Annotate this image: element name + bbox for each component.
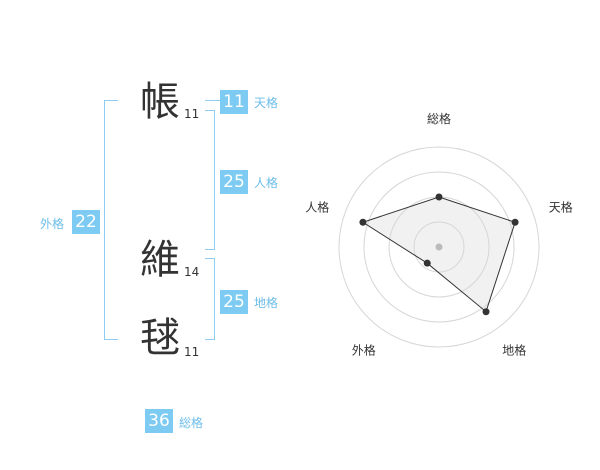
radar-axis-label-1: 天格: [549, 199, 573, 214]
name-char-1: 帳: [140, 79, 180, 125]
name-char-3: 毬: [140, 315, 180, 361]
radar-polygon: [361, 196, 516, 313]
stroke-count-1: 11: [184, 107, 200, 121]
stroke-count-2: 14: [184, 265, 200, 279]
chikaku-label: 地格: [254, 296, 279, 310]
radar-point-1: [511, 218, 519, 226]
gaikaku-value: 22: [72, 210, 100, 234]
radar-point-2: [482, 308, 490, 316]
jinkaku-bracket: [205, 110, 215, 250]
radar-axis-label-4: 人格: [305, 199, 329, 214]
jinkaku-label: 人格: [254, 176, 279, 190]
jinkaku-value: 25: [220, 170, 248, 194]
gaikaku-bracket: [104, 100, 118, 340]
soukaku-label: 総格: [179, 416, 204, 430]
radar-point-3: [423, 259, 431, 267]
stroke-count-3: 11: [184, 345, 200, 359]
radar-points: [359, 193, 519, 316]
radar-point-0: [435, 193, 443, 201]
tenkaku-label: 天格: [254, 96, 279, 110]
radar-axis-label-0: 総格: [427, 111, 451, 126]
radar-axis-label-2: 地格: [502, 343, 526, 358]
gaikaku-label: 外格: [40, 217, 65, 231]
radar-ring-4: [338, 146, 540, 348]
chikaku-value: 25: [220, 290, 248, 314]
tenkaku-value: 11: [220, 90, 248, 114]
chikaku-bracket: [205, 258, 215, 340]
radar-rings: [338, 146, 540, 348]
soukaku-value: 36: [145, 409, 173, 433]
radar-ring-3: [363, 171, 515, 323]
radar-center-dot: [435, 243, 443, 251]
radar-ring-1: [413, 221, 465, 273]
tenkaku-connector: [205, 100, 221, 101]
name-char-2: 維: [140, 237, 180, 283]
radar-axis-label-3: 外格: [352, 343, 376, 358]
radar-point-4: [359, 218, 367, 226]
